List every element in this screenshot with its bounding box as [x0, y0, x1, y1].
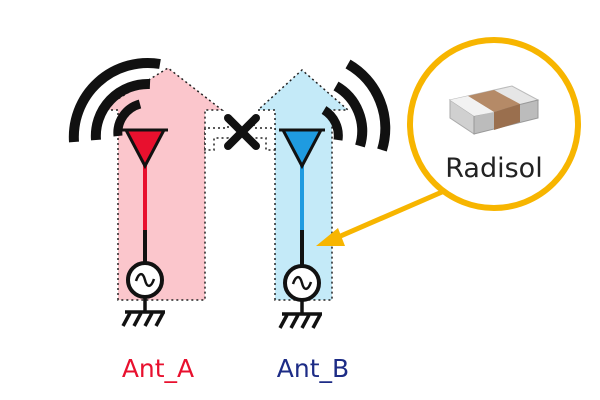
ant-b-ac-source-icon [283, 264, 321, 302]
ant-a-ground-icon [121, 297, 165, 327]
callout-pointer-arrow [316, 189, 443, 246]
ant-b-radio-waves-icon [321, 59, 391, 152]
radisol-chip-image [448, 85, 540, 135]
ant-a-signal-arrow [97, 67, 246, 301]
ant-a-circuit [121, 128, 168, 327]
cross-icon [224, 114, 260, 150]
ant-a-radio-waves-icon [68, 58, 161, 143]
ant-b-signal-arrow [236, 68, 351, 301]
ant-b-label: Ant_B [277, 354, 349, 383]
ant-a-label: Ant_A [122, 354, 194, 383]
radisol-callout: Radisol [407, 37, 581, 211]
ant-a-ac-source-icon [126, 261, 164, 299]
radisol-label: Radisol [445, 153, 542, 184]
ant-b-circuit [278, 128, 325, 329]
ant-b-ground-icon [278, 300, 322, 329]
